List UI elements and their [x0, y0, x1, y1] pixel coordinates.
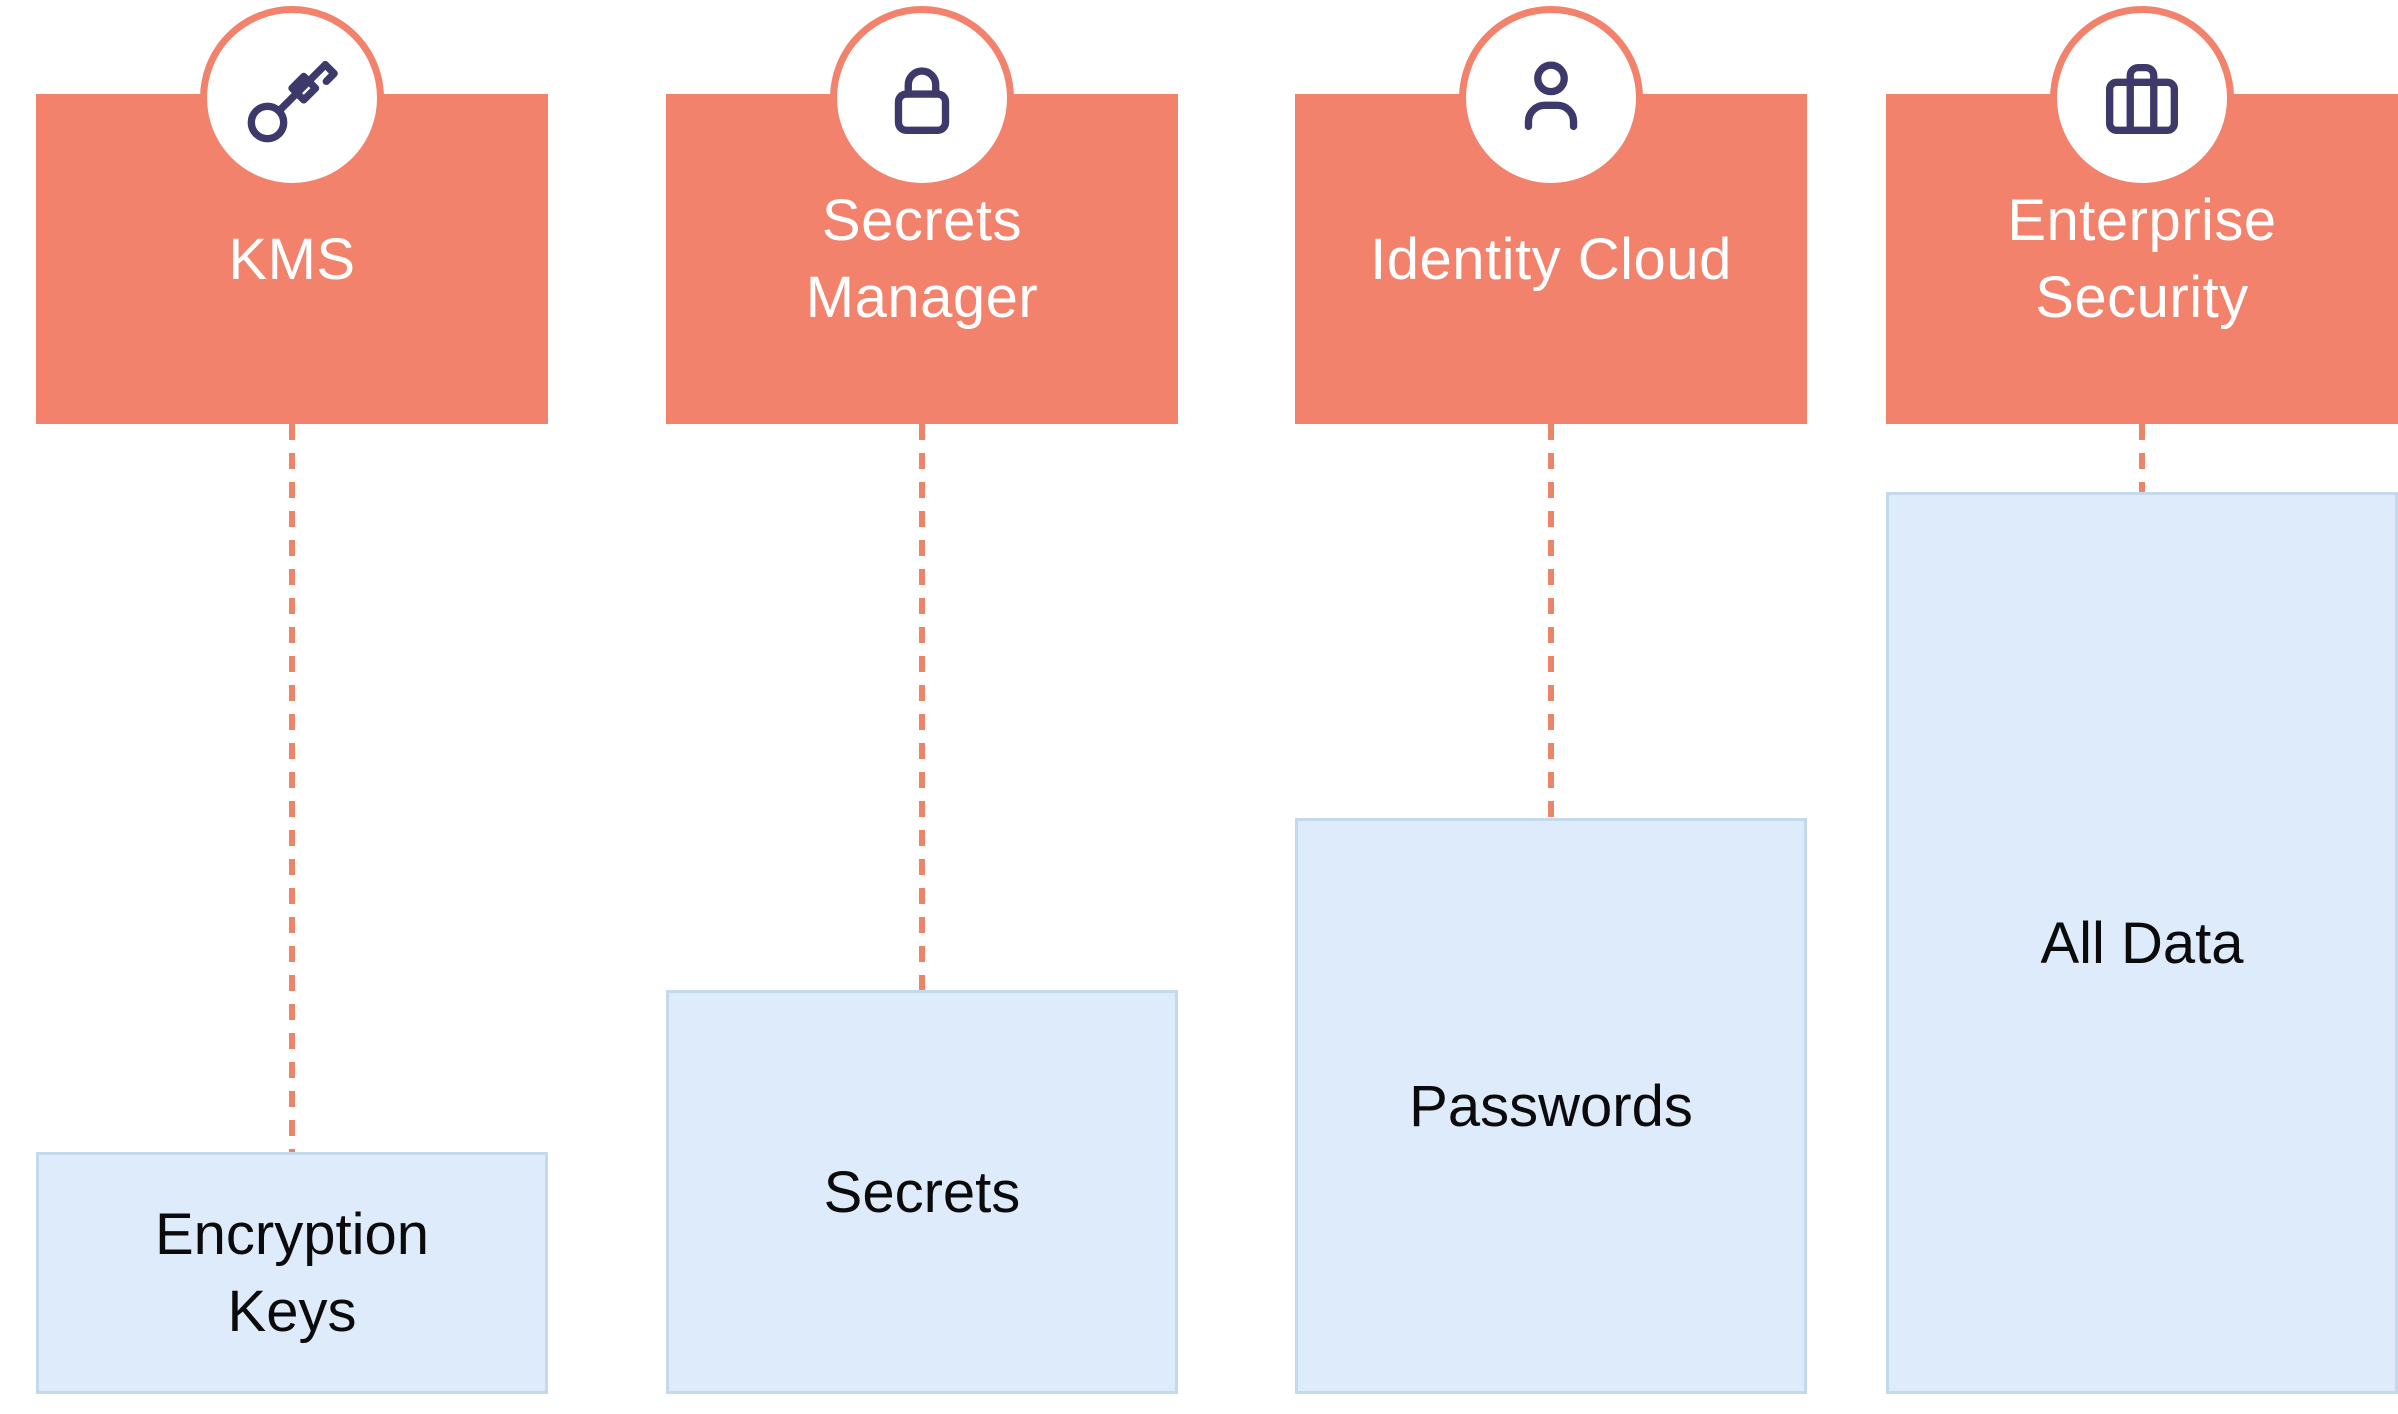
data-box-label: All Data: [2040, 905, 2243, 982]
key-icon: [243, 49, 341, 147]
icon-badge: [2050, 6, 2234, 190]
service-label-line: KMS: [228, 226, 356, 292]
service-label-line: Enterprise: [2007, 188, 2277, 253]
lock-icon: [873, 49, 971, 147]
service-label: KMS: [228, 221, 355, 298]
data-box-label-line: Passwords: [1409, 1073, 1693, 1139]
connector-dashed-line: [919, 424, 925, 990]
user-icon: [1502, 49, 1600, 147]
data-box-label-line: Secrets: [823, 1159, 1021, 1225]
service-label: Identity Cloud: [1370, 221, 1732, 298]
service-label-line: Security: [2035, 265, 2249, 330]
data-box: Secrets: [666, 990, 1178, 1394]
service-label-line: Identity Cloud: [1370, 226, 1732, 292]
data-box: Passwords: [1295, 818, 1807, 1394]
connector-dashed-line: [289, 424, 295, 1152]
data-box-label: Passwords: [1409, 1068, 1693, 1145]
connector-dashed-line: [2139, 424, 2145, 492]
briefcase-icon: [2093, 49, 2191, 147]
service-label-line: Manager: [805, 265, 1039, 330]
data-box-label-line: Encryption: [154, 1202, 430, 1267]
data-box: All Data: [1886, 492, 2398, 1394]
service-label-line: Secrets: [821, 188, 1023, 253]
icon-badge: [830, 6, 1014, 190]
icon-badge: [200, 6, 384, 190]
connector-dashed-line: [1548, 424, 1554, 818]
data-box-label: Secrets: [824, 1154, 1021, 1231]
data-box-label-line: Keys: [227, 1279, 357, 1344]
icon-badge: [1459, 6, 1643, 190]
service-column: Identity Cloud Passwords: [1295, 0, 1807, 1414]
data-box-label-line: All Data: [2040, 910, 2244, 976]
